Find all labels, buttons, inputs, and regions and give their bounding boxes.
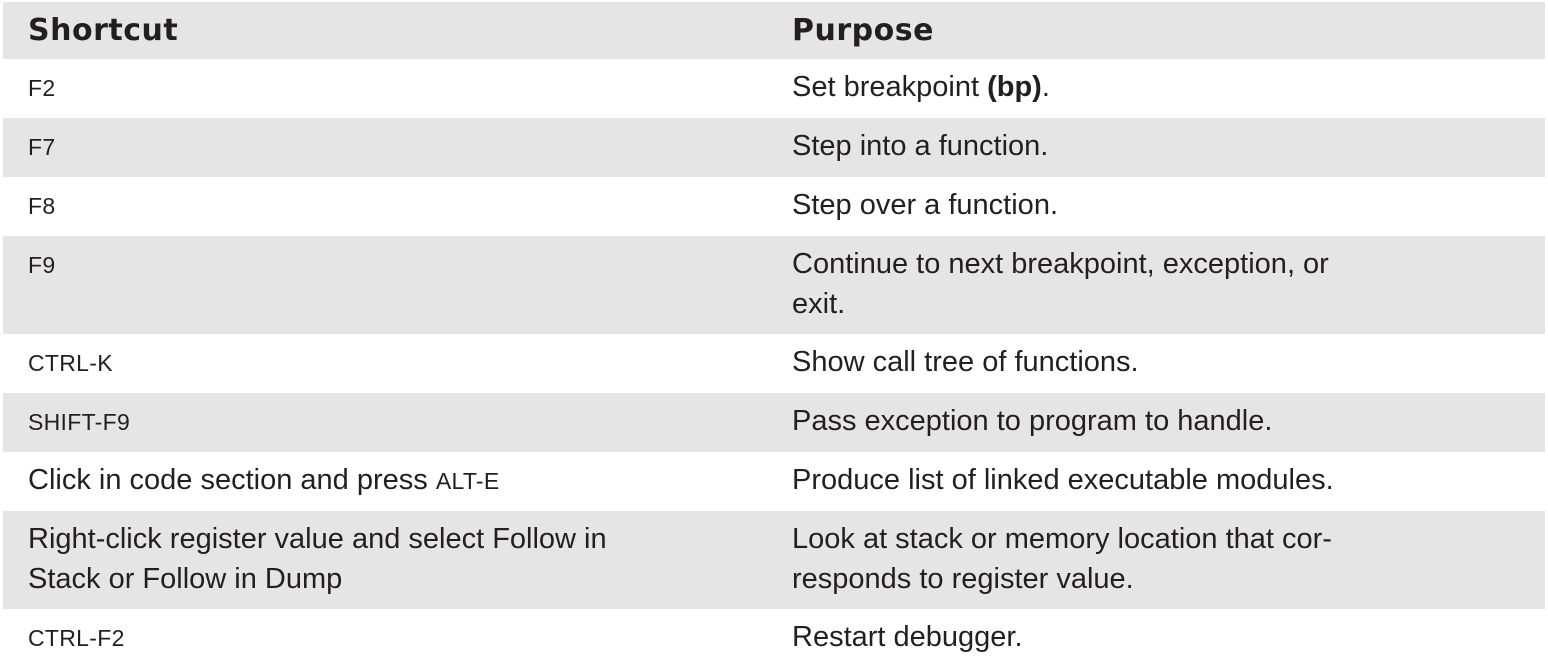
table-row: CTRL-K Show call tree of functions. <box>3 334 1545 393</box>
body-text: Set breakpoint <box>792 71 988 103</box>
table-row: Click in code section and press ALT-E Pro… <box>3 452 1545 511</box>
table-row: Right-click register value and select Fo… <box>3 511 1545 609</box>
body-text: Right-click register value and select Fo… <box>28 523 607 555</box>
shortcut-key-text: CTRL-K <box>28 350 113 376</box>
body-text: Click in code section and press <box>28 464 436 496</box>
shortcut-cell: CTRL-F2 <box>3 609 767 663</box>
body-text: Look at stack or memory location that co… <box>792 523 1332 555</box>
body-text: Show call tree of functions. <box>792 346 1139 378</box>
body-text: Step over a function. <box>792 189 1058 221</box>
body-text: . <box>1041 71 1050 103</box>
purpose-cell: Pass exception to program to handle. <box>767 393 1545 451</box>
table-body: F2 Set breakpoint (bp). F7 Step into a func… <box>3 59 1545 663</box>
shortcut-key-text: F9 <box>28 252 56 278</box>
body-text: Stack or Follow in Dump <box>28 563 343 595</box>
shortcut-cell: Right-click register value and select Fo… <box>3 511 767 609</box>
table-row: F7 Step into a function. <box>3 118 1545 177</box>
table-row: F2 Set breakpoint (bp). <box>3 59 1545 118</box>
shortcut-key-text: ALT-E <box>435 468 500 494</box>
table-row: CTRL-F2 Restart debugger. <box>3 609 1545 663</box>
shortcut-key-text: SHIFT-F9 <box>28 409 131 435</box>
table-row: F9 Continue to next breakpoint, exception… <box>3 236 1545 334</box>
shortcut-cell: SHIFT-F9 <box>3 393 767 452</box>
purpose-cell: Step over a function. <box>767 177 1545 235</box>
shortcut-key-text: F2 <box>28 75 56 101</box>
table-row: SHIFT-F9 Pass exception to program to han… <box>3 393 1545 452</box>
table-header-row: Shortcut Purpose <box>3 2 1545 59</box>
purpose-cell: Show call tree of functions. <box>767 334 1545 392</box>
table-row: F8 Step over a function. <box>3 177 1545 236</box>
shortcut-cell: CTRL-K <box>3 334 767 393</box>
body-text: Pass exception to program to handle. <box>792 405 1273 437</box>
purpose-cell: Look at stack or memory location that co… <box>767 511 1545 609</box>
shortcut-key-text: F7 <box>28 134 56 160</box>
column-header-shortcut: Shortcut <box>28 13 179 48</box>
body-text: responds to register value. <box>792 563 1134 595</box>
body-text: Restart debugger. <box>792 621 1023 653</box>
body-text: exit. <box>792 288 846 320</box>
shortcut-cell: F8 <box>3 177 767 236</box>
purpose-cell: Produce list of linked executable module… <box>767 452 1545 510</box>
shortcut-key-text: CTRL-F2 <box>28 625 125 651</box>
shortcut-cell: Click in code section and press ALT-E <box>3 452 767 511</box>
shortcut-cell: F9 <box>3 236 767 295</box>
shortcut-cell: F2 <box>3 59 767 118</box>
body-text: (bp) <box>987 71 1042 103</box>
purpose-cell: Step into a function. <box>767 118 1545 176</box>
column-header-purpose: Purpose <box>792 13 934 48</box>
shortcut-cell: F7 <box>3 118 767 177</box>
purpose-cell: Set breakpoint (bp). <box>767 59 1545 117</box>
body-text: Produce list of linked executable module… <box>792 464 1334 496</box>
purpose-cell: Continue to next breakpoint, exception, … <box>767 236 1545 334</box>
body-text: Step into a function. <box>792 130 1049 162</box>
shortcut-key-text: F8 <box>28 193 56 219</box>
body-text: Continue to next breakpoint, exception, … <box>792 248 1329 280</box>
purpose-cell: Restart debugger. <box>767 609 1545 663</box>
